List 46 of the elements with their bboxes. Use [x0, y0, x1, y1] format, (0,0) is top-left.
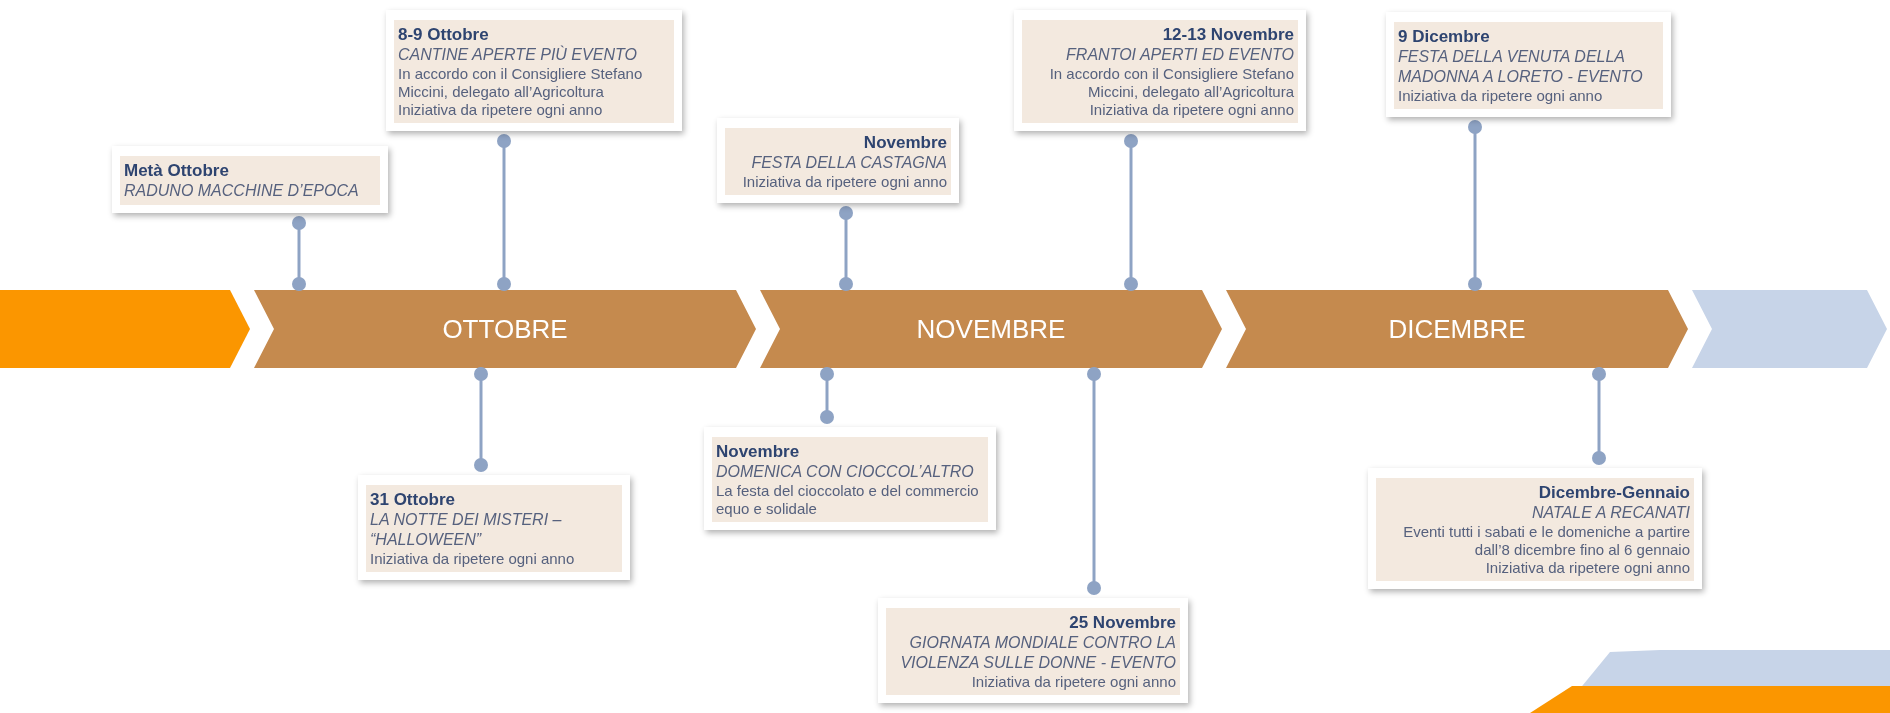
leader-line [1592, 367, 1606, 465]
event-description: Eventi tutti i sabati e le domeniche a partire dall’8 dicembre fino al 6 gennaio [1402, 523, 1690, 559]
date-heading: 9 Dicembre [1398, 26, 1491, 47]
event-title: CANTINE APERTE PIÙ EVENTO [398, 45, 638, 65]
event-description: La festa del cioccolato e del commercio equo e solidale [716, 482, 980, 518]
event-description: Iniziativa da ripetere ogni anno [970, 673, 1176, 691]
leader-line [1124, 134, 1138, 291]
date-heading: Novembre [716, 441, 801, 462]
event-description: Iniziativa da ripetere ogni anno [1484, 559, 1690, 577]
event-title: DOMENICA CON CIOCCOL’ALTRO [716, 462, 975, 482]
event-title: FESTA DELLA CASTAGNA [750, 153, 947, 173]
month-segment [1226, 290, 1688, 368]
event-description: In accordo con il Consigliere Stefano Miccini, delegato all’Agricoltura [1048, 65, 1294, 101]
event-title: GIORNATA MONDIALE CONTRO LA VIOLENZA SULLE DONNE - EVENTO [899, 633, 1176, 673]
leader-line [820, 367, 834, 424]
date-heading: Metà Ottobre [124, 160, 230, 181]
leader-line [292, 216, 306, 291]
leader-line [1468, 120, 1482, 291]
event-description: Iniziativa da ripetere ogni anno [741, 173, 947, 191]
event-description: Iniziativa da ripetere ogni anno [370, 550, 576, 568]
event-title: NATALE A RECANATI [1531, 503, 1690, 523]
event-description: Iniziativa da ripetere ogni anno [398, 101, 604, 119]
event-title: RADUNO MACCHINE D’EPOCA [124, 181, 360, 201]
event-description: Iniziativa da ripetere ogni anno [1088, 101, 1294, 119]
month-label: NOVEMBRE [916, 313, 1066, 345]
date-heading: 31 Ottobre [370, 489, 457, 510]
event-title: FESTA DELLA VENUTA DELLA MADONNA A LORETO - EVENTO [1398, 47, 1644, 87]
date-heading: 8-9 Ottobre [398, 24, 490, 45]
timeline-segment [1692, 290, 1887, 368]
date-heading: Novembre [862, 132, 947, 153]
event-description: In accordo con il Consigliere Stefano Miccini, delegato all’Agricoltura [398, 65, 644, 101]
event-title: FRANTOI APERTI ED EVENTO [1065, 45, 1294, 65]
event-title: LA NOTTE DEI MISTERI – “HALLOWEEN” [370, 510, 563, 550]
month-segment [760, 290, 1222, 368]
event-description: Iniziativa da ripetere ogni anno [1398, 87, 1604, 105]
month-segment [254, 290, 756, 368]
date-heading: 25 Novembre [1068, 612, 1176, 633]
date-heading: 12-13 Novembre [1161, 24, 1294, 45]
leader-line [474, 367, 488, 472]
month-label: OTTOBRE [442, 313, 568, 345]
leader-line [497, 134, 511, 291]
leader-line [1087, 367, 1101, 595]
timeline-segment [0, 290, 250, 368]
month-label: DICEMBRE [1388, 313, 1526, 345]
date-heading: Dicembre-Gennaio [1537, 482, 1690, 503]
leader-line [839, 206, 853, 291]
